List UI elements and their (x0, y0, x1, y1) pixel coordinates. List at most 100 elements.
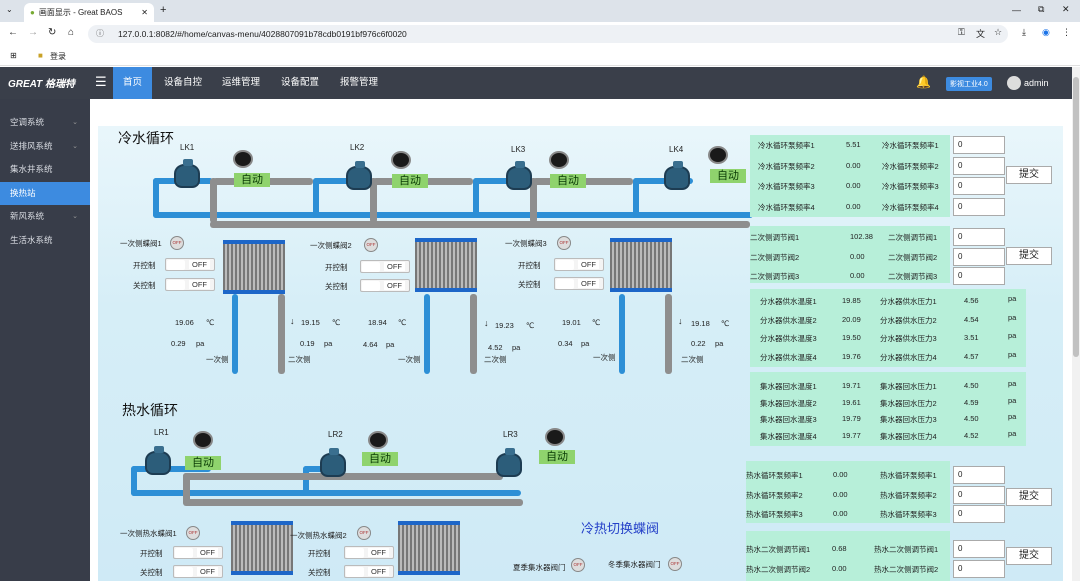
setpoint-input[interactable]: 0 (953, 485, 1005, 504)
open-control-toggle[interactable]: OFF (554, 258, 604, 271)
tab-list-icon[interactable]: ⌄ (6, 5, 13, 14)
apps-icon[interactable]: ⊞ (10, 51, 17, 60)
restore-icon[interactable]: ⧉ (1038, 4, 1045, 14)
open-control-toggle[interactable]: OFF (165, 258, 215, 271)
pipe (210, 178, 217, 223)
open-control-toggle[interactable]: OFF (173, 546, 223, 559)
power-knob-icon[interactable] (193, 431, 213, 449)
sidebar-item-domestic-water[interactable]: 生活水系统 (0, 229, 90, 253)
close-control-toggle[interactable]: OFF (173, 565, 223, 578)
open-control-toggle[interactable]: OFF (344, 546, 394, 559)
setpoint-input[interactable]: 0 (953, 466, 1005, 484)
cold-pump-lk4[interactable] (664, 161, 690, 190)
pipe (473, 178, 479, 218)
butterfly-valve-icon[interactable]: OFF (364, 238, 378, 252)
setpoint-input[interactable]: 0 (953, 560, 1005, 578)
butterfly-valve-icon[interactable]: OFF (170, 236, 184, 250)
bookmark-login[interactable]: 登录 (50, 52, 66, 61)
setpoint-input[interactable]: 0 (953, 505, 1005, 523)
hot-pump-lr3[interactable] (496, 448, 522, 477)
browser-tab[interactable]: ● 画面显示 - Great BAOS ✕ (24, 3, 154, 22)
pressure-unit: pa (1008, 412, 1017, 422)
power-knob-icon[interactable] (545, 428, 565, 446)
cold-pump-lk1[interactable] (174, 159, 200, 188)
sidebar-item-ventilation[interactable]: 送排风系统⌄ (0, 135, 90, 159)
site-info-icon[interactable]: ⓘ (96, 29, 104, 38)
bookmark-star-icon[interactable]: ☆ (994, 27, 1003, 37)
power-knob-icon[interactable] (368, 431, 388, 449)
hot-pump-lr1[interactable] (145, 446, 171, 475)
setpoint-input[interactable]: 0 (953, 267, 1005, 285)
butterfly-valve-icon[interactable]: OFF (668, 557, 682, 571)
submit-button[interactable]: 提交 (1006, 547, 1052, 565)
sidebar-item-label: 新风系统 (10, 211, 45, 221)
back-icon[interactable]: ← (8, 27, 18, 38)
org-badge[interactable]: 影视工业4.0 (946, 77, 992, 91)
auto-mode-badge: 自动 (550, 174, 586, 188)
avatar[interactable] (1007, 76, 1021, 90)
menu-icon[interactable]: ⋮ (1062, 27, 1071, 37)
sidebar-item-heat-exchange[interactable]: 换热站 (0, 181, 90, 205)
close-control-toggle[interactable]: OFF (344, 565, 394, 578)
bell-icon[interactable]: 🔔 (916, 75, 931, 89)
cold-pump-lk2[interactable] (346, 161, 372, 190)
minimize-icon[interactable]: — (1012, 5, 1021, 15)
close-control-toggle[interactable]: OFF (165, 278, 215, 291)
profile-icon[interactable]: ◉ (1042, 27, 1050, 37)
cold-pump-lk3[interactable] (506, 161, 532, 190)
panel-row-label: 热水循环泵频率1 (746, 471, 803, 480)
home-icon[interactable]: ⌂ (68, 27, 75, 38)
sidebar-item-label: 集水井系统 (10, 164, 53, 174)
nav-device-config[interactable]: 设备配置 (281, 77, 320, 88)
valve-label: 一次侧蝶阀1 (120, 239, 162, 248)
reload-icon[interactable]: ↻ (48, 27, 57, 38)
translate-icon[interactable]: 文 (976, 29, 986, 39)
hot-pump-lr2[interactable] (320, 448, 346, 477)
setpoint-input[interactable]: 0 (953, 197, 1005, 216)
panel-row-label: 集水器回水压力1 (880, 382, 937, 391)
cold-hot-switch-title: 冷热切换蝶阀 (581, 521, 660, 536)
butterfly-valve-icon[interactable]: OFF (357, 526, 371, 540)
username[interactable]: admin (1024, 78, 1049, 88)
sidebar-item-aircon[interactable]: 空调系统⌄ (0, 111, 90, 135)
close-control-toggle[interactable]: OFF (360, 279, 410, 292)
setpoint-input[interactable]: 0 (953, 177, 1005, 195)
heat-exchanger-hot-2 (398, 521, 460, 575)
close-control-toggle[interactable]: OFF (554, 277, 604, 290)
nav-operations[interactable]: 运维管理 (222, 77, 261, 88)
butterfly-valve-icon[interactable]: OFF (186, 526, 200, 540)
url-field[interactable]: 127.0.0.1:8082/#/home/canvas-menu/402880… (88, 25, 1008, 43)
power-knob-icon[interactable] (549, 151, 569, 169)
download-icon[interactable]: ⤓ (1022, 27, 1026, 37)
setpoint-input[interactable]: 0 (953, 247, 1005, 266)
menu-toggle-icon[interactable]: ☰ (95, 74, 107, 89)
pipe (633, 178, 693, 184)
power-knob-icon[interactable] (233, 150, 253, 168)
sidebar-item-fresh-air[interactable]: 新风系统⌄ (0, 205, 90, 229)
submit-button[interactable]: 提交 (1006, 247, 1052, 265)
submit-button[interactable]: 提交 (1006, 166, 1052, 184)
power-knob-icon[interactable] (391, 151, 411, 169)
submit-button[interactable]: 提交 (1006, 488, 1052, 506)
panel-row-value: 4.52 (964, 431, 979, 441)
open-control-toggle[interactable]: OFF (360, 260, 410, 273)
setpoint-input[interactable]: 0 (953, 540, 1005, 558)
close-tab-icon[interactable]: ✕ (141, 8, 148, 17)
forward-icon[interactable]: → (28, 27, 38, 38)
scrollbar-thumb[interactable] (1073, 77, 1079, 357)
close-window-icon[interactable]: ✕ (1062, 4, 1070, 14)
nav-device-control[interactable]: 设备自控 (164, 77, 203, 88)
butterfly-valve-icon[interactable]: OFF (571, 558, 585, 572)
setpoint-input[interactable]: 0 (953, 136, 1005, 154)
nav-alarm[interactable]: 报警管理 (340, 77, 379, 88)
new-tab-icon[interactable]: + (160, 4, 167, 16)
power-knob-icon[interactable] (708, 146, 728, 164)
nav-home[interactable]: 首页 (113, 67, 153, 99)
setpoint-input[interactable]: 0 (953, 228, 1005, 246)
key-icon[interactable]: ⚿ (958, 27, 965, 37)
sidebar-item-sump[interactable]: 集水井系统 (0, 158, 90, 182)
auto-mode-badge: 自动 (362, 452, 398, 466)
butterfly-valve-icon[interactable]: OFF (557, 236, 571, 250)
page-scrollbar[interactable] (1072, 67, 1080, 581)
setpoint-input[interactable]: 0 (953, 156, 1005, 175)
